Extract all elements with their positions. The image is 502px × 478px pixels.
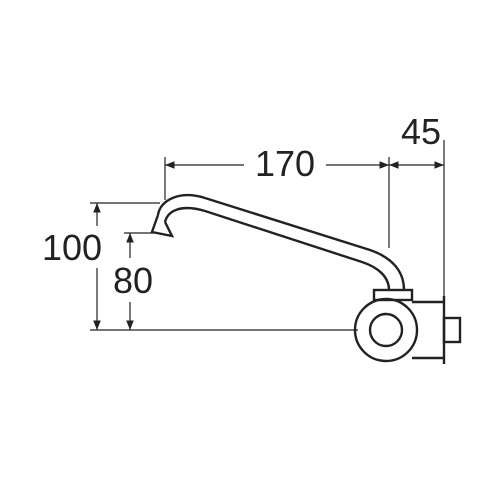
dimension-lines — [93, 161, 444, 330]
dimension-label-80: 80 — [113, 260, 153, 301]
extension-lines — [90, 140, 445, 331]
wall-body — [353, 288, 462, 364]
dimension-label-170: 170 — [255, 143, 315, 184]
spout — [150, 193, 406, 291]
dimension-label-100: 100 — [42, 227, 102, 268]
dimension-label-45: 45 — [401, 111, 441, 152]
